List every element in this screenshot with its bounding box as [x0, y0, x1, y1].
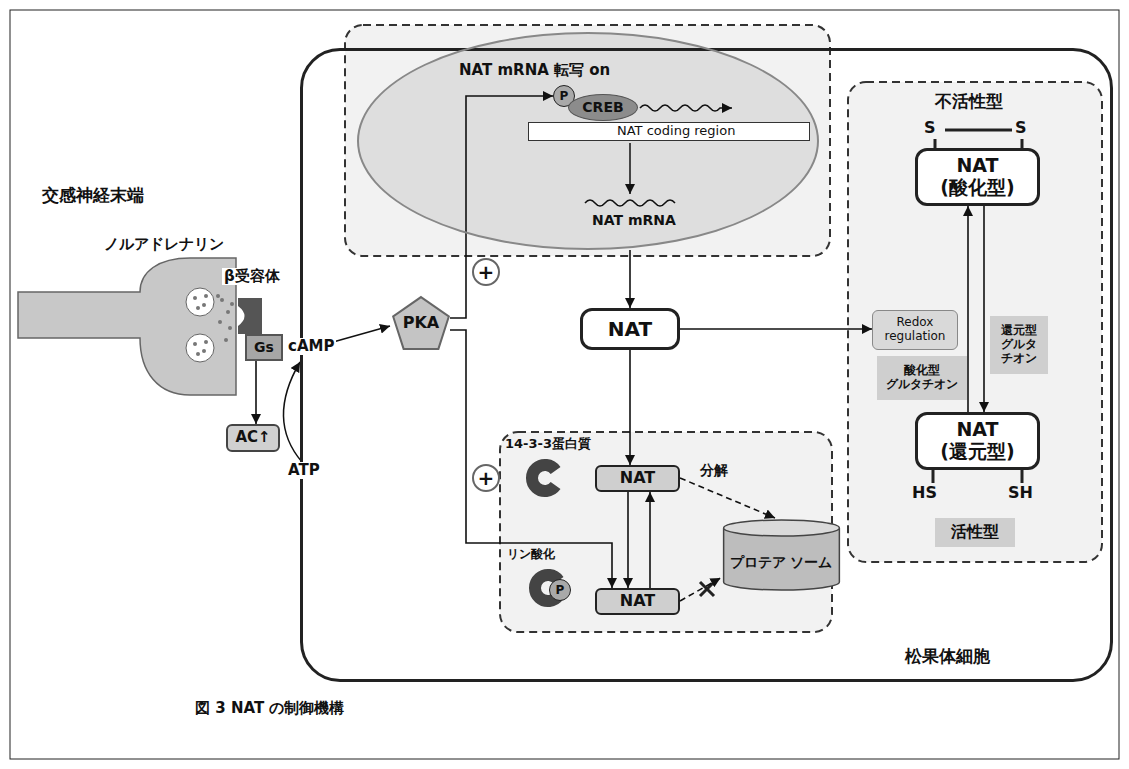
node-text: CREB	[582, 99, 623, 115]
node-text: NAT (酸化型)	[940, 155, 1014, 199]
text-label: HS	[912, 484, 937, 502]
creb-ellipse: CREB	[568, 94, 638, 121]
bond-stem	[1021, 470, 1024, 483]
dashed-region	[848, 82, 1102, 562]
plus-circle: +	[472, 464, 500, 492]
proteasome-cylinder: プロテア ソーム	[721, 518, 842, 592]
text-label: S	[924, 119, 936, 137]
glutathione-box: 還元型 グルタ チオン	[990, 316, 1048, 374]
node-text: NAT mRNA 転写 on	[459, 62, 610, 79]
mrna-wave	[585, 200, 675, 206]
nucleus-fill	[358, 33, 818, 249]
text-label: 交感神経末端	[42, 186, 144, 206]
connector-arrow	[983, 206, 985, 412]
node-text: プロテア ソーム	[730, 554, 833, 570]
connector-arrow	[967, 206, 969, 412]
text-label: ノルアドレナリン	[104, 236, 224, 253]
edge-label: 分解	[698, 462, 730, 478]
text-label: S	[1015, 119, 1027, 137]
connector-arrow	[680, 328, 872, 330]
connector-arrow	[627, 492, 629, 588]
cylinder-body	[723, 528, 839, 590]
connector-arrow	[680, 578, 721, 601]
connector-arrow	[450, 330, 612, 588]
gene-box: NAT coding region	[528, 122, 810, 141]
edge-label: リン酸化	[505, 548, 557, 562]
block-mark	[700, 582, 714, 596]
node-text: +	[478, 468, 495, 488]
connector-arrow	[629, 250, 631, 308]
bond-stem	[932, 470, 935, 483]
node-text: 松果体細胞	[905, 647, 990, 667]
nat-box: NAT (還元型)	[915, 412, 1040, 470]
connector-arrow	[255, 361, 257, 425]
cylinder-top	[723, 520, 839, 536]
outer-frame	[10, 10, 1119, 759]
nucleus-ellipse: NAT mRNA 転写 on P CREB NAT coding region	[357, 32, 819, 250]
connector-arrow	[629, 350, 631, 465]
bond-stem	[1021, 139, 1024, 148]
enzyme-box: AC↑	[226, 424, 280, 452]
node-text: P	[556, 584, 565, 596]
transcript-arrow	[629, 143, 631, 194]
disulfide-bond	[945, 129, 1012, 132]
receptor	[238, 298, 262, 334]
node-text: AC↑	[235, 429, 270, 446]
transcription-wave	[640, 105, 732, 111]
nat-box: NAT	[595, 588, 680, 615]
text-label: 不活性型	[935, 92, 1003, 112]
node-text: 酸化型 グルタチオン	[886, 364, 958, 392]
connector-arrow	[680, 478, 775, 518]
node-text: NAT	[620, 469, 655, 487]
text-label: SH	[1008, 484, 1033, 502]
node-text: P	[560, 90, 569, 102]
noradrenaline-dots	[193, 294, 234, 356]
phosphate-circle: P	[549, 579, 571, 601]
node-text: 還元型 グルタ チオン	[1001, 324, 1037, 365]
pentagon-outline	[393, 297, 449, 349]
plus-circle: +	[472, 258, 500, 286]
vesicle	[186, 288, 214, 316]
state-box: 活性型	[935, 518, 1015, 547]
text-label: cAMP	[286, 338, 336, 355]
protein-14-3-3	[532, 465, 556, 491]
vesicle	[186, 334, 214, 362]
connector-arrow	[649, 492, 651, 588]
redox-box: Redox regulation	[872, 310, 958, 350]
node-text: NAT	[608, 318, 652, 341]
node-text: NAT	[620, 592, 655, 610]
text-label: 14-3-3蛋白質	[505, 437, 591, 452]
text-label: ATP	[286, 462, 322, 479]
node-text: +	[478, 262, 495, 282]
cell-outline: 松果体細胞 + PKA + NAT mRNA 転写 on P CREB NAT coding …	[300, 48, 1113, 682]
nat-box: NAT	[580, 308, 680, 350]
nat-box: NAT	[595, 465, 680, 492]
node-text: NAT coding region	[617, 124, 735, 139]
glutathione-box: 酸化型 グルタチオン	[877, 356, 967, 400]
node-text: Gs	[254, 339, 274, 355]
protein-box: Gs	[245, 334, 283, 361]
nerve-terminal	[18, 258, 236, 395]
text-label: β受容体	[222, 268, 282, 285]
node-text: NAT (還元型)	[940, 419, 1014, 463]
node-text: 活性型	[951, 523, 999, 541]
nat-box: NAT (酸化型)	[915, 148, 1040, 206]
bond-stem	[934, 139, 937, 148]
node-text: Redox regulation	[885, 316, 946, 344]
text-label: NAT mRNA	[592, 212, 676, 228]
figure-caption: 図 3 NAT の制御機構	[195, 700, 344, 717]
node-text: PKA	[403, 314, 440, 332]
dashed-region	[345, 25, 830, 256]
kinase-pentagon: PKA	[392, 296, 450, 350]
